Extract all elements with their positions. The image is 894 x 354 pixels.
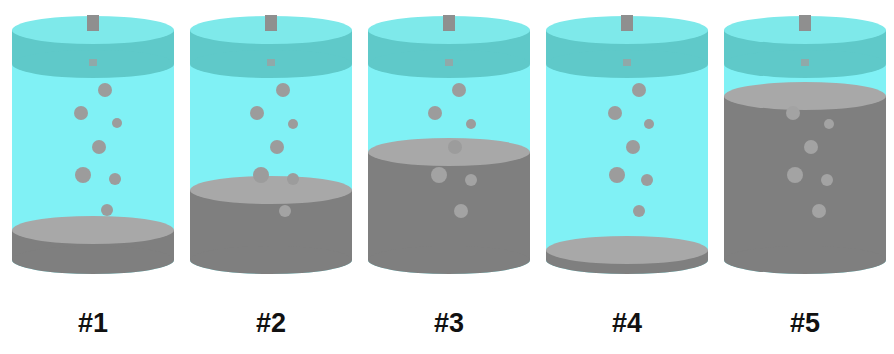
bubble [452,83,466,97]
bubble [74,106,88,120]
sediment [190,246,352,274]
sediment [12,246,174,274]
sediment-surface [12,216,174,244]
water [724,64,886,260]
lid-stem [267,59,275,66]
bubble [250,106,264,120]
bubble [270,140,284,154]
lid-stem [799,15,811,31]
bubble [824,119,834,129]
water [546,64,708,260]
test-cylinder [724,15,886,274]
bubble [632,83,646,97]
cylinder-number: #2 [211,307,331,339]
bubble [109,173,121,185]
lid-top [12,16,174,44]
sediment [368,152,530,260]
sediment [368,246,530,274]
test-cylinder [546,15,708,274]
bubble [428,106,442,120]
bubble [101,204,113,216]
bubble [641,174,653,186]
lid-top [724,16,886,44]
bubble [112,118,122,128]
lid-top [190,16,352,44]
sediment-surface [190,176,352,204]
lid-stem [445,59,453,66]
lid [546,50,708,78]
bubble [279,205,291,217]
water [190,64,352,260]
water [12,246,174,274]
water [190,246,352,274]
water [12,64,174,260]
lid-stem [89,59,97,66]
cylinder-number: #4 [567,307,687,339]
lid-stem [87,15,99,31]
bubble [821,174,833,186]
bubble [431,167,447,183]
bubble [98,83,112,97]
lid-stem [623,59,631,66]
bubble [609,167,625,183]
bubble [626,140,640,154]
lid-stem [801,59,809,66]
lid [724,50,886,78]
bubble [812,204,826,218]
sediment [724,246,886,274]
lid-stem [443,15,455,31]
bubble [465,174,477,186]
cylinder-number: #1 [33,307,153,339]
test-cylinder [190,15,352,274]
bubble [288,119,298,129]
water [724,246,886,274]
lid [190,50,352,78]
bubble [454,204,468,218]
bubble [75,167,91,183]
bubble [253,167,269,183]
water [368,246,530,274]
bubble [466,119,476,129]
test-cylinder [12,15,174,274]
bubble [787,167,803,183]
bubble [276,83,290,97]
cylinder-number: #3 [389,307,509,339]
bubble [608,106,622,120]
bubble [92,140,106,154]
bubble [804,140,818,154]
lid-top [368,16,530,44]
lid-stem [621,15,633,31]
cylinder-number: #5 [745,307,865,339]
sediment-surface [368,138,530,166]
sediment-surface [546,236,708,264]
lid-top [546,16,708,44]
bubble [287,173,299,185]
bubble [786,106,800,120]
bubble [644,119,654,129]
lid-stem [265,15,277,31]
lid [12,50,174,78]
lid [368,50,530,78]
test-cylinder [368,15,530,274]
sediment [724,96,886,260]
bubble [633,205,645,217]
water [368,64,530,260]
sediment-surface [724,82,886,110]
bubble [448,140,462,154]
